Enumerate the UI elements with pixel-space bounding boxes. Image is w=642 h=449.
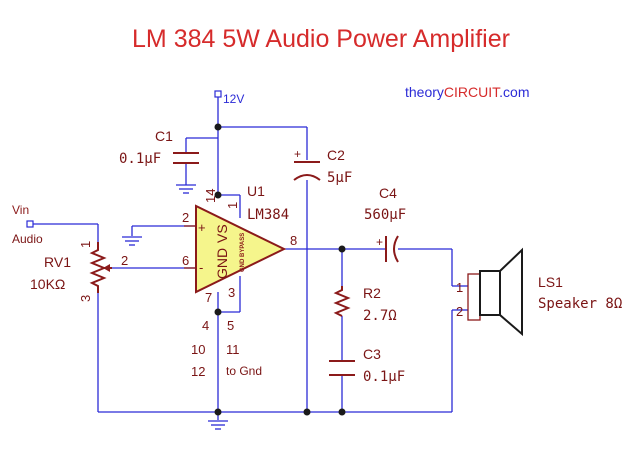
- brand-prefix: theory: [405, 84, 444, 100]
- u1-pin8: 8: [290, 233, 297, 248]
- u1-ref: U1: [247, 183, 265, 199]
- speaker-terminal-box: [467, 273, 481, 321]
- c3-value: 0.1µF: [363, 369, 405, 385]
- r2-value: 2.7Ω: [363, 308, 397, 324]
- rv1-pin3: 3: [78, 295, 93, 302]
- supply-terminal-icon: [214, 90, 222, 98]
- u1-part: LM384: [247, 207, 289, 223]
- r2-ref: R2: [363, 285, 381, 301]
- rv1-value: 10KΩ: [30, 276, 65, 292]
- capacitor-curved-plate: [293, 174, 321, 181]
- c1-value: 0.1µF: [119, 151, 161, 167]
- capacitor-curved-plate: [393, 235, 399, 263]
- resistor-r2: R2 2.7Ω: [333, 285, 397, 324]
- capacitor-c3: C3 0.1µF: [329, 346, 405, 385]
- capacitor-c2: + C2 5µF: [293, 147, 352, 186]
- ground-icon: [122, 236, 142, 246]
- vin-input: Vin Audio: [12, 203, 43, 246]
- junction-dot: [338, 245, 346, 253]
- ic-u1-lm384: + - GND VS GND BYPASS U1 LM384 2 6 7 3 1…: [182, 183, 297, 305]
- supply-12v: 12V: [214, 90, 244, 106]
- brand-logo: theoryCIRCUIT.com: [405, 84, 530, 100]
- u1-vs-label: VS: [214, 224, 230, 243]
- ground-icon: [176, 184, 196, 194]
- brand-suffix: .com: [499, 84, 529, 100]
- junction-dot: [214, 123, 222, 131]
- u1-pin3: 3: [228, 285, 235, 300]
- junction-dot: [214, 308, 222, 316]
- audio-label: Audio: [12, 232, 43, 246]
- ls1-pin2: 2: [456, 304, 463, 319]
- u1-bypass-label: GND BYPASS: [240, 233, 246, 272]
- gnd-pins-note: 4 5 10 11 12 to Gnd: [191, 318, 262, 379]
- u1-pin2: 2: [182, 210, 189, 225]
- junction-dot: [338, 408, 346, 416]
- c4-value: 560µF: [364, 207, 406, 223]
- speaker-cone-icon: [499, 247, 523, 337]
- junction-dot: [303, 408, 311, 416]
- c4-ref: C4: [379, 185, 397, 201]
- potentiometer-rv1: 1 2 3 RV1 10KΩ: [30, 241, 128, 302]
- potentiometer-icon: [89, 242, 107, 293]
- u1-pin1: 1: [225, 202, 240, 209]
- speaker-icon: [479, 270, 501, 316]
- u1-gnd-label: GND: [214, 248, 230, 279]
- junction-dot: [214, 191, 222, 199]
- pin5-label: 5: [227, 318, 234, 333]
- supply-label: 12V: [223, 92, 244, 106]
- ground-icon: [208, 420, 228, 430]
- brand-highlight: CIRCUIT: [444, 84, 501, 100]
- rv1-pin2: 2: [121, 253, 128, 268]
- capacitor-c1: C1 0.1µF: [119, 128, 199, 194]
- c1-ref: C1: [155, 128, 173, 144]
- u1-plus: +: [198, 220, 206, 235]
- junction-dot: [214, 408, 222, 416]
- c2-value: 5µF: [327, 170, 352, 186]
- capacitor-c4: + C4 560µF: [364, 185, 406, 263]
- u1-minus: -: [199, 260, 203, 275]
- resistor-icon: [333, 286, 351, 317]
- pin12-label: 12: [191, 364, 205, 379]
- c3-ref: C3: [363, 346, 381, 362]
- u1-pin14: 14: [203, 189, 218, 203]
- u1-pin7: 7: [205, 290, 212, 305]
- pin10-label: 10: [191, 342, 205, 357]
- c4-polarity: +: [376, 235, 383, 249]
- rv1-ref: RV1: [44, 254, 71, 270]
- vin-terminal-icon: [26, 220, 34, 228]
- ls1-ref: LS1: [538, 274, 563, 290]
- vin-label: Vin: [12, 203, 29, 217]
- pin11-label: 11: [226, 342, 240, 357]
- to-gnd-label: to Gnd: [226, 364, 262, 378]
- ls1-value: Speaker 8Ω: [538, 296, 622, 312]
- c2-polarity: +: [294, 147, 301, 161]
- rv1-pin1: 1: [78, 241, 93, 248]
- wiper-arrow-icon: [103, 264, 110, 272]
- amplifier-triangle-icon: [195, 204, 287, 294]
- pin4-label: 4: [202, 318, 209, 333]
- ls1-pin1: 1: [456, 280, 463, 295]
- c2-ref: C2: [327, 147, 345, 163]
- u1-pin6: 6: [182, 253, 189, 268]
- speaker-ls1: 1 2 LS1 Speaker 8Ω: [456, 247, 622, 337]
- page-title: LM 384 5W Audio Power Amplifier: [132, 25, 510, 53]
